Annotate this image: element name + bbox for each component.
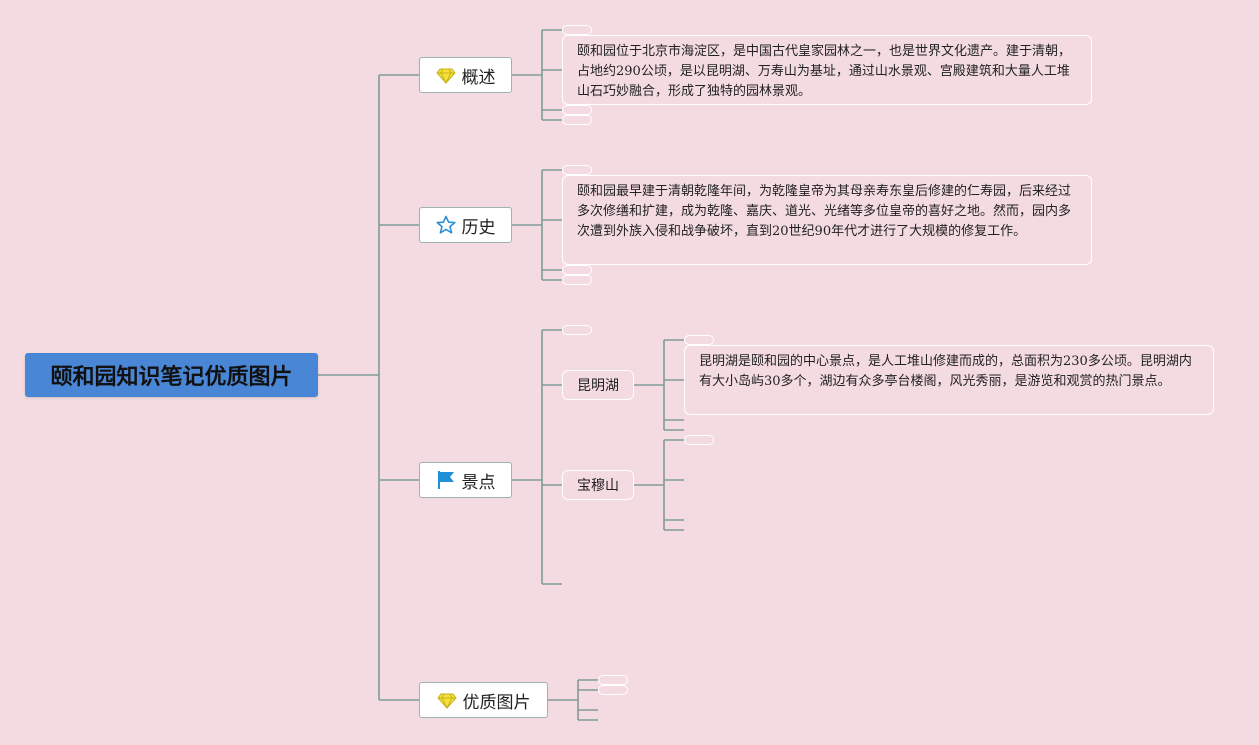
empty-subtopic[interactable] bbox=[562, 265, 592, 275]
topic-pictures[interactable]: 优质图片 bbox=[419, 682, 548, 718]
topic-overview-label: 概述 bbox=[461, 67, 496, 88]
flag-icon bbox=[436, 470, 456, 490]
empty-subtopic[interactable] bbox=[562, 25, 592, 35]
note-overview-text: 颐和园位于北京市海淀区，是中国古代皇家园林之一，也是世界文化遗产。建于清朝，占地… bbox=[577, 44, 1072, 99]
subtopic-kunming-lake-label: 昆明湖 bbox=[577, 378, 619, 394]
note-kunming-lake[interactable]: 昆明湖是颐和园的中心景点，是人工堆山修建而成的，总面积为230多公顷。昆明湖内有… bbox=[684, 345, 1214, 415]
note-history[interactable]: 颐和园最早建于清朝乾隆年间，为乾隆皇帝为其母亲寿东皇后修建的仁寿园，后来经过多次… bbox=[562, 175, 1092, 265]
empty-subtopic[interactable] bbox=[684, 435, 714, 445]
empty-subtopic[interactable] bbox=[598, 675, 628, 685]
topic-history-label: 历史 bbox=[461, 217, 496, 238]
connector-history-leaves bbox=[542, 169, 562, 281]
topic-history[interactable]: 历史 bbox=[419, 207, 512, 243]
subtopic-wanshou-hill-label: 宝穆山 bbox=[577, 478, 619, 494]
subtopic-kunming-lake[interactable]: 昆明湖 bbox=[562, 370, 634, 400]
star-icon bbox=[435, 215, 456, 235]
empty-subtopic[interactable] bbox=[562, 275, 592, 285]
note-history-text: 颐和园最早建于清朝乾隆年间，为乾隆皇帝为其母亲寿东皇后修建的仁寿园，后来经过多次… bbox=[577, 184, 1072, 239]
empty-subtopic[interactable] bbox=[684, 335, 714, 345]
connector-overview-leaves bbox=[542, 29, 562, 121]
topic-overview[interactable]: 概述 bbox=[419, 57, 512, 93]
empty-subtopic[interactable] bbox=[562, 115, 592, 125]
subtopic-wanshou-hill[interactable]: 宝穆山 bbox=[562, 470, 634, 500]
topic-pictures-label: 优质图片 bbox=[462, 692, 531, 713]
empty-subtopic[interactable] bbox=[562, 165, 592, 175]
root-topic[interactable]: 颐和园知识笔记优质图片 bbox=[25, 353, 318, 397]
note-overview[interactable]: 颐和园位于北京市海淀区，是中国古代皇家园林之一，也是世界文化遗产。建于清朝，占地… bbox=[562, 35, 1092, 105]
root-topic-label: 颐和园知识笔记优质图片 bbox=[50, 365, 293, 390]
empty-subtopic[interactable] bbox=[562, 325, 592, 335]
connector-wanshou-leaves bbox=[664, 439, 684, 531]
connector-kunming-leaves bbox=[664, 339, 684, 431]
connector-pictures-leaves bbox=[578, 679, 598, 721]
note-kunming-lake-text: 昆明湖是颐和园的中心景点，是人工堆山修建而成的，总面积为230多公顷。昆明湖内有… bbox=[699, 354, 1192, 389]
topic-sights-label: 景点 bbox=[461, 472, 496, 493]
topic-sights[interactable]: 景点 bbox=[419, 462, 512, 498]
empty-subtopic[interactable] bbox=[562, 105, 592, 115]
gem-icon bbox=[435, 65, 456, 85]
empty-subtopic[interactable] bbox=[598, 685, 628, 695]
gem-icon bbox=[436, 690, 457, 710]
connector-sights-leaves bbox=[542, 329, 562, 585]
